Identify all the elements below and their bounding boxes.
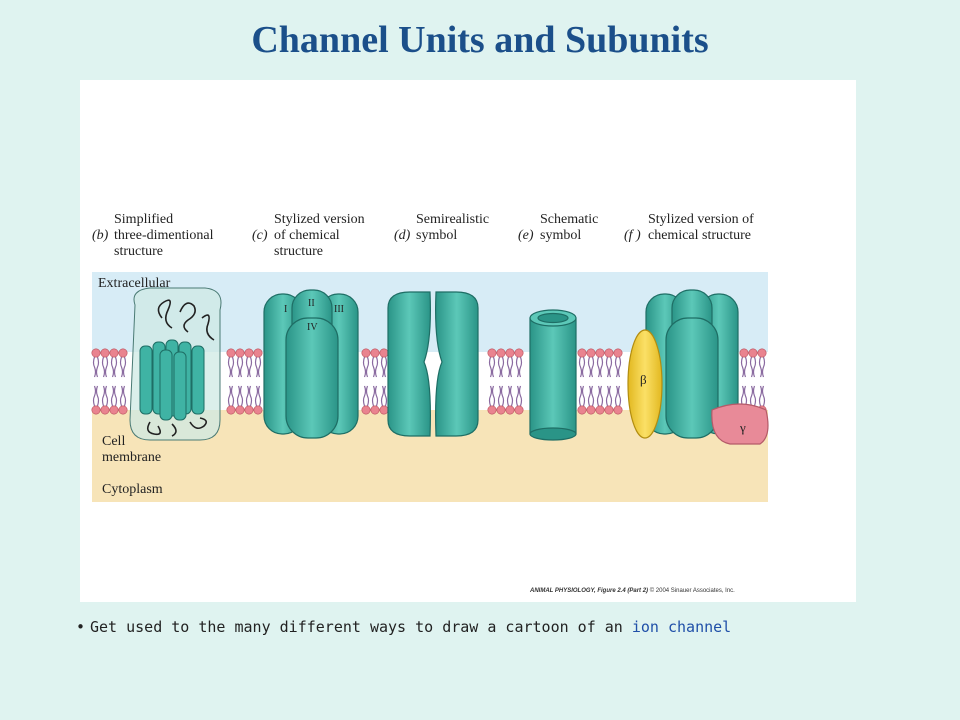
- domain-label-iv: IV: [307, 322, 318, 333]
- extracellular-label: Extracellular: [98, 276, 171, 291]
- figure-credit: ANIMAL PHYSIOLOGY, Figure 2.4 (Part 2) ©…: [530, 588, 735, 594]
- domain-label-i: I: [284, 304, 288, 315]
- cytoplasm-label: Cytoplasm: [102, 482, 163, 497]
- ion-channel-figure: (b) Simplified three-dimentional structu…: [80, 80, 856, 602]
- domain-label-iii: III: [334, 304, 344, 315]
- panel-e-label: (e) Schematic symbol: [518, 212, 599, 243]
- figure-illustration: [91, 272, 769, 502]
- page-title: Channel Units and Subunits: [251, 19, 709, 61]
- channel-c: [263, 289, 359, 439]
- channel-e: [529, 309, 577, 441]
- panel-d-label: (d) Semirealistic symbol: [394, 212, 490, 243]
- bullet-icon: •: [76, 618, 86, 636]
- channel-f: [627, 289, 769, 445]
- bullet-text: Get used to the many different ways to d…: [90, 618, 632, 636]
- panel-b-label: (b) Simplified three-dimentional structu…: [92, 212, 214, 259]
- channel-d: [387, 291, 479, 437]
- domain-label-ii: II: [308, 298, 315, 309]
- bullet-highlight: ion channel: [631, 618, 732, 636]
- membrane-label: Cell membrane: [102, 434, 162, 465]
- channel-b: [129, 287, 222, 441]
- gamma-subunit-label: γ: [740, 420, 746, 435]
- panel-f-label: (f ) Stylized version of chemical struct…: [624, 212, 754, 243]
- bullet-point: •Get used to the many different ways to …: [76, 618, 731, 636]
- lipid-tails: [92, 356, 766, 407]
- beta-subunit-label: β: [640, 372, 647, 387]
- panel-c-label: (c) Stylized version of chemical structu…: [252, 212, 365, 259]
